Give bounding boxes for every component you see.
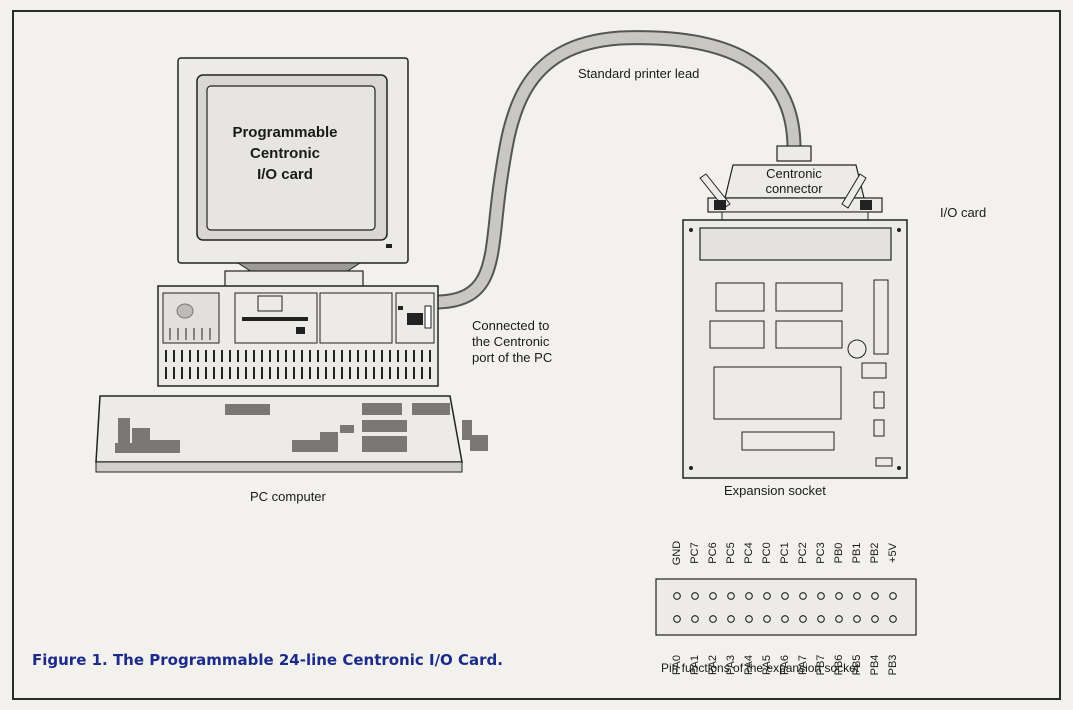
pin-label-top: +5V	[887, 543, 899, 563]
pin-label-bottom: PA2	[707, 655, 719, 675]
screen-line-3: I/O card	[257, 166, 313, 183]
pin-label-bottom: PB7	[815, 654, 827, 676]
pin-label-top: PC2	[797, 542, 809, 564]
pin-label-bottom: PA1	[689, 655, 701, 675]
pin-functions-label: Pin functions of the expansion socket	[661, 661, 860, 675]
connected-label: Connected to the Centronic port of the P…	[472, 318, 552, 366]
centronic-connector	[699, 145, 883, 223]
monitor	[177, 57, 409, 288]
expansion-socket-label: Expansion socket	[724, 483, 826, 498]
pin-label-top: GND	[671, 540, 683, 566]
connected-line-2: the Centronic	[472, 334, 550, 349]
io-card-label: I/O card	[940, 205, 987, 220]
pin-label-top: PC5	[725, 542, 737, 564]
pin-label-top: PC6	[707, 542, 719, 564]
pin-label-bottom: PB5	[851, 654, 863, 676]
pin-label-bottom: PB4	[869, 654, 881, 676]
figure-caption: Figure 1. The Programmable 24-line Centr…	[32, 651, 503, 669]
pin-label-top: PB2	[869, 542, 881, 564]
centronic-connector-label: Centronic connector	[736, 166, 852, 196]
figure-frame	[12, 10, 1061, 700]
system-unit	[157, 285, 439, 387]
pin-label-top: PC7	[689, 542, 701, 564]
keyboard	[95, 395, 488, 473]
pin-label-top: PC3	[815, 542, 827, 564]
pin-label-bottom: PA7	[797, 655, 809, 675]
pin-label-bottom: PB6	[833, 654, 845, 676]
pin-label-bottom: PA0	[671, 655, 683, 675]
pin-label-bottom: PA6	[779, 655, 791, 675]
pin-label-bottom: PA3	[725, 655, 737, 675]
connected-line-1: Connected to	[472, 318, 550, 333]
pin-label-top: PC1	[779, 542, 791, 564]
pin-label-bottom: PA4	[743, 655, 755, 675]
expansion-socket-pins	[655, 578, 917, 636]
pin-label-top: PC0	[761, 542, 773, 564]
pin-label-top: PC4	[743, 542, 755, 564]
monitor-screen-text: Programmable Centronic I/O card	[222, 122, 348, 185]
pin-label-bottom: PB3	[887, 654, 899, 676]
centronic-connector-line-1: Centronic	[766, 166, 822, 181]
pin-label-top: PB0	[833, 542, 845, 564]
printer-lead-label: Standard printer lead	[578, 66, 700, 81]
screen-line-2: Centronic	[249, 145, 320, 162]
io-card-board	[682, 219, 908, 479]
pin-label-bottom: PA5	[761, 655, 773, 675]
screen-line-1: Programmable	[232, 124, 338, 141]
pc-computer-label: PC computer	[250, 489, 326, 504]
pin-label-top: PB1	[851, 542, 863, 564]
connected-line-3: port of the PC	[472, 350, 553, 365]
centronic-connector-line-2: connector	[765, 181, 823, 196]
